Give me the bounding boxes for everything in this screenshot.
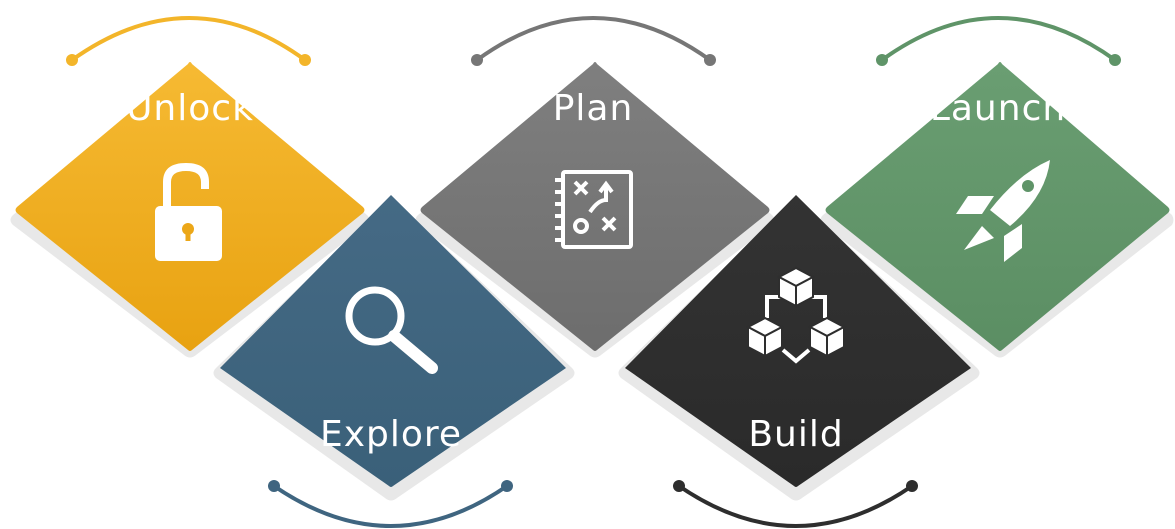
step-build: Build	[618, 195, 980, 528]
step-explore-arc	[272, 484, 509, 528]
step-unlock: Unlock	[10, 16, 370, 358]
step-launch: Launch	[820, 16, 1174, 358]
step-plan-arc-dot-left	[471, 54, 483, 66]
magnifying-glass-icon	[345, 286, 438, 374]
step-explore-arc-dot-left	[268, 480, 280, 492]
step-explore-arc-dot-right	[501, 480, 513, 492]
step-build-arc-dot-right	[906, 480, 918, 492]
step-plan-arc	[475, 16, 712, 62]
step-build-label: Build	[748, 414, 843, 455]
step-launch-arc-dot-right	[1109, 54, 1121, 66]
strategy-board-icon	[555, 170, 633, 249]
step-build-shape	[625, 195, 971, 487]
step-launch-arc-dot-left	[876, 54, 888, 66]
step-launch-label: Launch	[930, 88, 1066, 129]
step-build-arc-dot-left	[673, 480, 685, 492]
step-unlock-arc-dot-right	[299, 54, 311, 66]
step-unlock-label: Unlock	[126, 88, 254, 129]
step-build-arc	[677, 484, 914, 528]
step-unlock-arc-dot-left	[66, 54, 78, 66]
unlocked-padlock-icon	[155, 163, 222, 261]
step-explore-label: Explore	[320, 414, 462, 455]
step-plan-label: Plan	[553, 88, 634, 129]
step-launch-arc	[880, 16, 1117, 62]
step-explore: Explore	[213, 195, 575, 528]
rocket-icon	[956, 160, 1050, 262]
step-plan-arc-dot-right	[704, 54, 716, 66]
connected-blocks-icon	[745, 266, 847, 364]
step-unlock-arc	[70, 16, 307, 62]
step-plan: Plan	[415, 16, 775, 358]
